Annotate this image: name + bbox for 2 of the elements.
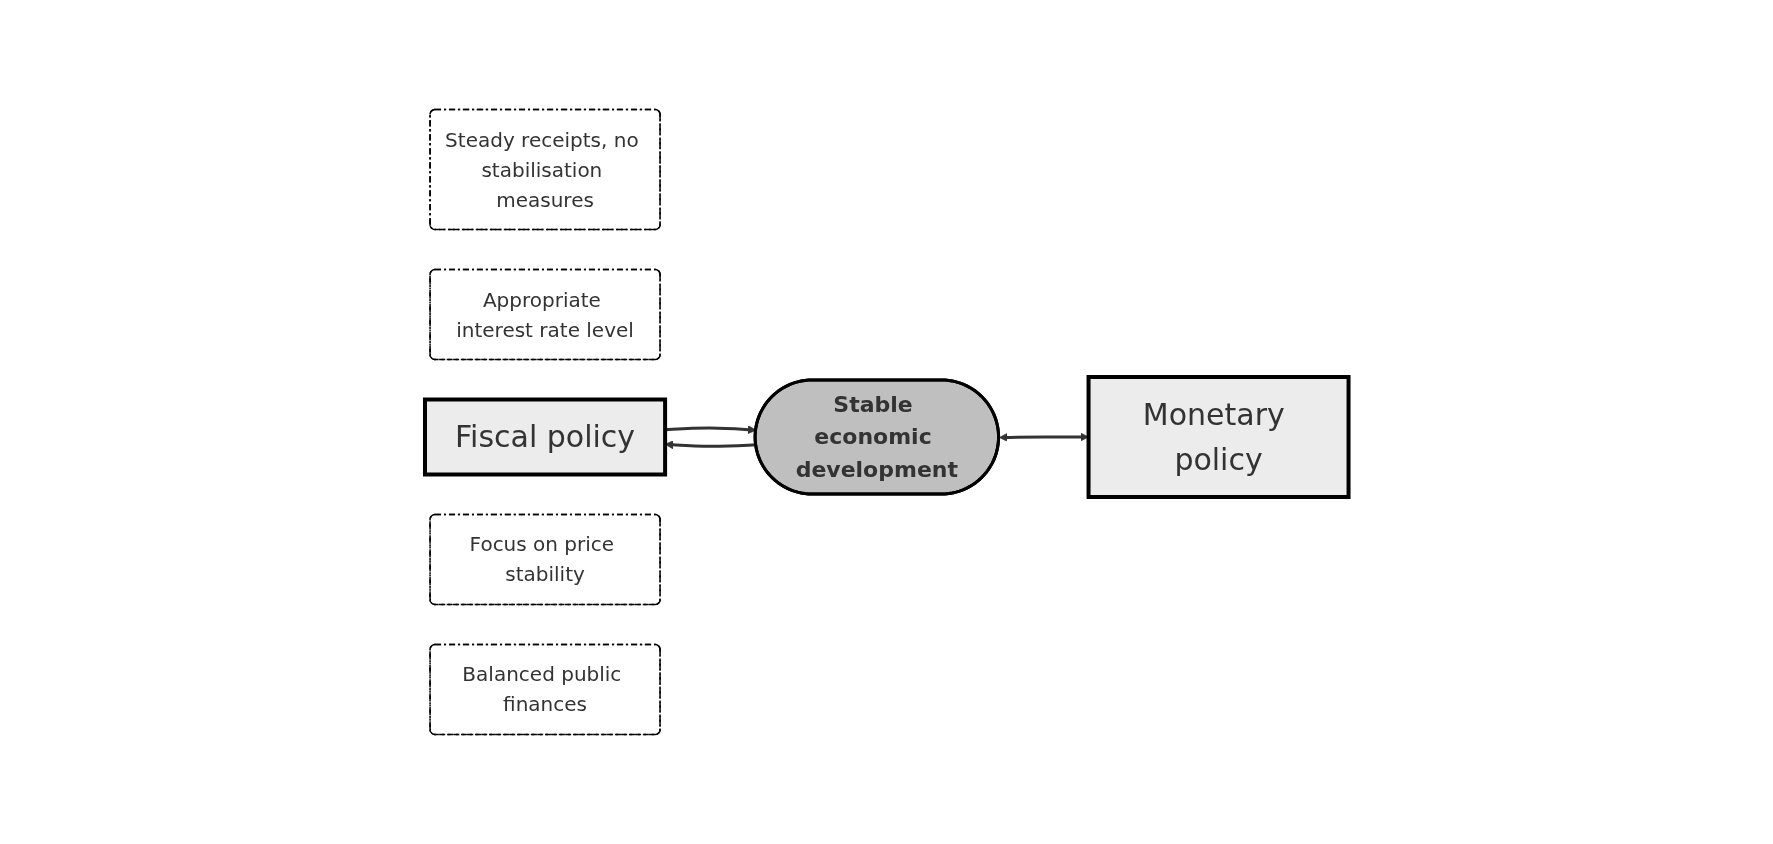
node-box: Monetary policy <box>1086 375 1351 499</box>
node-box: Fiscal policy <box>422 397 667 477</box>
